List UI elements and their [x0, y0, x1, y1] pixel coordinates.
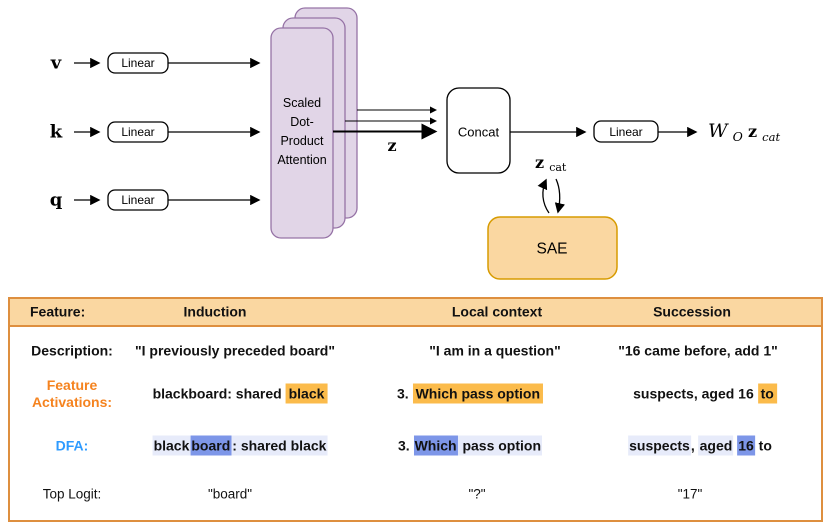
- zcat-label: z cat: [535, 153, 567, 174]
- header-col-induction: Induction: [183, 303, 247, 320]
- output-linear-box-label: Linear: [609, 125, 642, 139]
- row-label-dfa: DFA:: [55, 437, 89, 454]
- output-z-sub: cat: [762, 130, 780, 144]
- sae-box-label: SAE: [536, 241, 567, 258]
- row-label-top-logit: Top Logit:: [42, 486, 102, 502]
- activations-local-highlight: Which pass option: [412, 383, 544, 404]
- description-local-context: "I am in a question": [429, 342, 561, 359]
- dfa-succession-seg3: aged: [698, 435, 734, 456]
- dfa-succession-seg2: ,: [690, 437, 699, 454]
- feature-table: Feature: Induction Local context Success…: [8, 297, 823, 522]
- arrow-sae-to-zcat: [537, 178, 550, 214]
- header-col-local-context: Local context: [451, 303, 543, 320]
- output-w: W: [708, 120, 729, 142]
- description-succession: "16 came before, add 1": [618, 342, 778, 359]
- arrow-zcat-to-sae: [554, 178, 565, 214]
- dfa-succession: suspects, aged 16 to: [628, 435, 772, 456]
- activations-succession-text: suspects, aged 16: [633, 385, 758, 402]
- concat-box-label: Concat: [458, 125, 500, 140]
- activations-succession: suspects, aged 16 to: [633, 383, 777, 404]
- top-logit-succession: "17": [677, 486, 703, 502]
- feature-activations-line2: Activations:: [31, 394, 113, 410]
- dfa-local-seg1: 3.: [397, 437, 414, 454]
- linear-box-q-label: Linear: [121, 193, 154, 207]
- top-logit-local-context: "?": [468, 486, 486, 502]
- activations-local-text: 3.: [396, 385, 413, 402]
- activations-succession-highlight: to: [757, 383, 777, 404]
- attention-label-line3: Product: [280, 134, 324, 148]
- header-col-succession: Succession: [653, 303, 731, 320]
- top-logit-induction: "board": [207, 486, 253, 502]
- zcat-sub: cat: [549, 161, 567, 174]
- output-z: z: [748, 122, 757, 141]
- linear-box-v-label: Linear: [121, 56, 154, 70]
- z-wire-label: z: [387, 136, 396, 155]
- dfa-induction-seg2: board: [190, 435, 232, 456]
- output-w-sub: O: [733, 129, 743, 144]
- header-feature-label: Feature:: [30, 303, 86, 320]
- dfa-local-context: 3. Which pass option: [397, 435, 543, 456]
- dfa-induction-seg1: black: [152, 435, 191, 456]
- linear-box-k-label: Linear: [121, 125, 154, 139]
- activations-induction-text: blackboard: shared: [152, 385, 286, 402]
- attention-label-line4: Attention: [277, 153, 326, 167]
- input-k-label: k: [50, 122, 63, 143]
- description-induction: "I previously preceded board": [135, 342, 335, 359]
- output-expression: W O z cat: [708, 120, 780, 145]
- zcat-z: z: [535, 153, 544, 172]
- input-v-label: v: [50, 53, 62, 74]
- feature-table-header-band: [10, 299, 821, 327]
- dfa-local-seg2: Which: [413, 435, 458, 456]
- dfa-succession-seg6: to: [754, 437, 772, 454]
- activations-induction: blackboard: shared black: [152, 383, 328, 404]
- dfa-succession-seg1: suspects: [628, 435, 691, 456]
- attention-label-line1: Scaled: [283, 96, 321, 110]
- row-label-description: Description:: [31, 342, 113, 359]
- dfa-induction-seg3: : shared black: [231, 435, 328, 456]
- dfa-local-seg3: pass option: [457, 435, 543, 456]
- attention-head-front: [270, 27, 334, 239]
- attention-label-line2: Dot-: [290, 115, 314, 129]
- input-q-label: q: [50, 190, 63, 211]
- activations-local-context: 3. Which pass option: [396, 383, 544, 404]
- activations-induction-highlight: black: [285, 383, 328, 404]
- attention-diagram: v Linear k Linear q Linear Scaled Dot- P…: [50, 7, 780, 280]
- dfa-succession-seg5: 16: [737, 435, 755, 456]
- feature-activations-line1: Feature: [46, 377, 98, 393]
- concat-box: [446, 87, 511, 174]
- sae-box: [487, 216, 618, 280]
